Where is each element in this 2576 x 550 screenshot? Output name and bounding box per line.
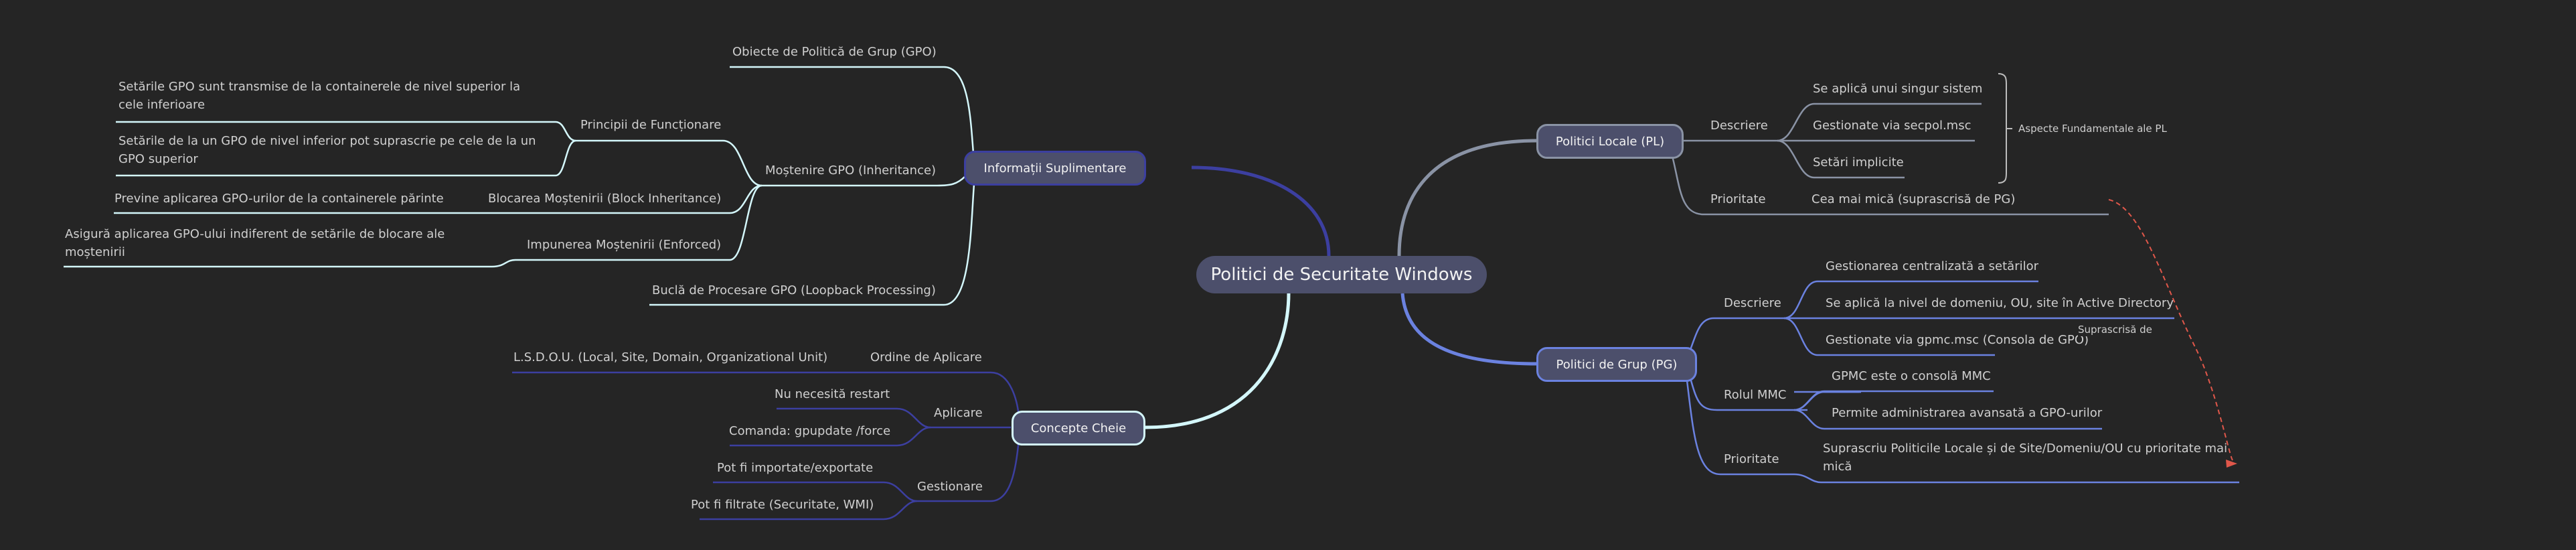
root-label: Politici de Securitate Windows [1210, 265, 1473, 285]
group-policies-node[interactable]: Politici de Grup (PG) [1536, 347, 1697, 382]
apply-node[interactable]: Aplicare [934, 406, 983, 420]
principles-node[interactable]: Principii de Funcționare [580, 118, 722, 132]
apply-item[interactable]: Nu necesită restart [775, 387, 890, 401]
local-priority-node[interactable]: Prioritate [1710, 192, 1766, 206]
group-description-item[interactable]: Se aplică la nivel de domeniu, OU, site … [1826, 296, 2174, 310]
mmc-role-node[interactable]: Rolul MMC [1724, 388, 1787, 402]
group-priority-item[interactable]: Suprascriu Politicile Locale și de Site/… [1823, 441, 2228, 474]
block-inheritance-item[interactable]: Previne aplicarea GPO-urilor de la conta… [114, 192, 444, 206]
info-label: Informații Suplimentare [983, 161, 1127, 176]
local-description-item[interactable]: Gestionate via secpol.msc [1813, 119, 1971, 133]
manage-node[interactable]: Gestionare [917, 480, 983, 494]
mmc-role-item[interactable]: GPMC este o consolă MMC [1832, 369, 1991, 383]
mmc-role-item[interactable]: Permite administrarea avansată a GPO-uri… [1832, 406, 2103, 420]
local-priority-item[interactable]: Cea mai mică (suprascrisă de PG) [1812, 192, 2016, 206]
principle-item[interactable]: Setările GPO sunt transmise de la contai… [118, 80, 521, 112]
manage-item[interactable]: Pot fi filtrate (Securitate, WMI) [691, 498, 874, 512]
order-node[interactable]: Ordine de Aplicare [870, 350, 982, 364]
apply-item[interactable]: Comanda: gpupdate /force [729, 424, 891, 438]
principle-item[interactable]: Setările de la un GPO de nivel inferior … [118, 134, 536, 166]
manage-item[interactable]: Pot fi importate/exportate [717, 461, 874, 475]
local-policies-node[interactable]: Politici Locale (PL) [1536, 124, 1684, 159]
info-node[interactable]: Informații Suplimentare [964, 151, 1146, 186]
enforced-node[interactable]: Impunerea Moștenirii (Enforced) [527, 238, 722, 252]
group-policies-label: Politici de Grup (PG) [1556, 357, 1678, 372]
gpo-objects-node[interactable]: Obiecte de Politică de Grup (GPO) [732, 45, 937, 59]
root-node[interactable]: Politici de Securitate Windows [1196, 256, 1487, 293]
concepts-label: Concepte Cheie [1030, 421, 1127, 435]
group-priority-node[interactable]: Prioritate [1724, 452, 1779, 466]
loopback-node[interactable]: Buclă de Procesare GPO (Loopback Process… [652, 283, 936, 297]
local-description-node[interactable]: Descriere [1710, 119, 1768, 133]
concepts-node[interactable]: Concepte Cheie [1012, 411, 1145, 445]
group-description-node[interactable]: Descriere [1724, 296, 1781, 310]
enforced-item[interactable]: Asigură aplicarea GPO-ului indiferent de… [65, 227, 445, 259]
local-policies-label: Politici Locale (PL) [1555, 134, 1665, 149]
relation-label: Suprascrisă de [2078, 323, 2152, 336]
group-description-item[interactable]: Gestionarea centralizată a setărilor [1826, 259, 2039, 273]
group-description-item[interactable]: Gestionate via gpmc.msc (Consola de GPO) [1826, 333, 2089, 347]
block-inheritance-node[interactable]: Blocarea Moștenirii (Block Inheritance) [488, 192, 722, 206]
local-summary-label: Aspecte Fundamentale ale PL [2018, 123, 2167, 135]
local-description-item[interactable]: Se aplică unui singur sistem [1813, 82, 1983, 96]
order-item[interactable]: L.S.D.O.U. (Local, Site, Domain, Organiz… [513, 350, 828, 364]
local-description-item[interactable]: Setări implicite [1813, 155, 1904, 169]
inheritance-node[interactable]: Moștenire GPO (Inheritance) [765, 163, 937, 178]
